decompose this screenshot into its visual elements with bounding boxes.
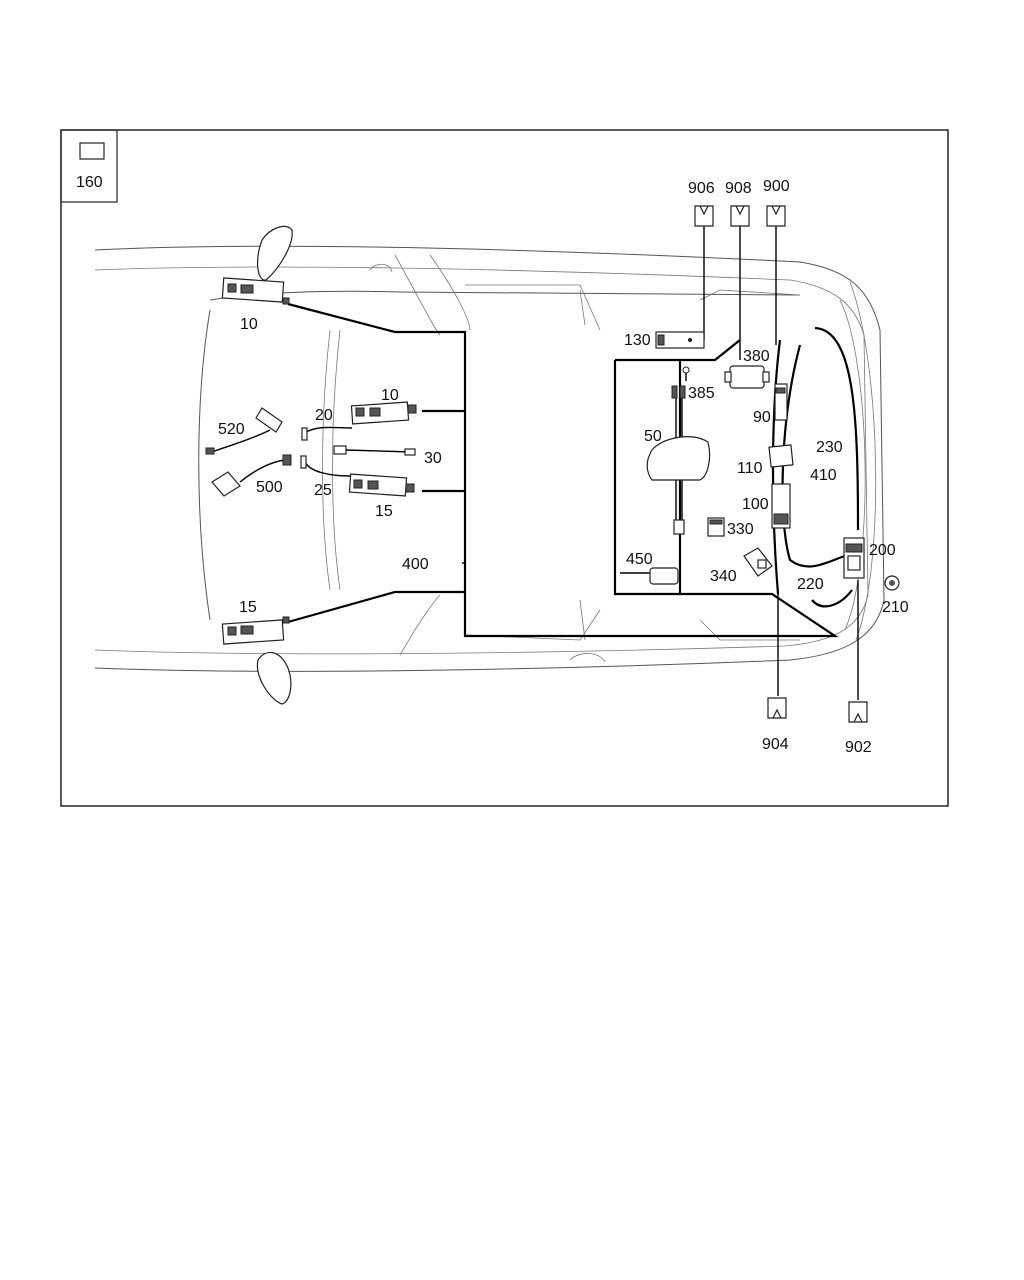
part-520: [205, 407, 283, 455]
diagram-frame: [60, 129, 949, 807]
part-200: [843, 537, 865, 579]
harness-lines: [287, 302, 860, 638]
callout-230: 230: [816, 439, 843, 456]
callout-210: 210: [882, 599, 909, 616]
part-50: [646, 385, 711, 535]
cable-20: [305, 426, 353, 433]
callout-220: 220: [797, 576, 824, 593]
callout-330: 330: [727, 521, 754, 538]
connector-900: [766, 205, 786, 227]
callout-10-front-left: 10: [240, 316, 258, 333]
cable-20-plug: [301, 427, 308, 441]
part-330: [707, 517, 725, 537]
callout-50: 50: [644, 428, 662, 445]
cable-25: [304, 461, 351, 477]
right-mirror: [256, 651, 292, 705]
callout-100: 100: [742, 496, 769, 513]
part-210: [884, 575, 900, 591]
callout-15-center: 15: [375, 503, 393, 520]
part-110: [768, 444, 794, 468]
connector-906: [694, 205, 714, 227]
connector-908: [730, 205, 750, 227]
callout-908: 908: [725, 180, 752, 197]
connector-904: [767, 697, 787, 719]
part-450: [620, 567, 679, 585]
legend-box: [60, 129, 118, 203]
car-outline: [94, 245, 885, 672]
callout-500: 500: [256, 479, 283, 496]
antenna-module-15-front-right: [221, 616, 290, 645]
callout-400: 400: [402, 556, 429, 573]
part-130: [655, 331, 705, 349]
part-90: [774, 383, 788, 421]
callout-25: 25: [314, 482, 332, 499]
callout-30: 30: [424, 450, 442, 467]
antenna-module-15-center: [348, 473, 415, 497]
legend-number: 160: [76, 174, 103, 191]
callout-450: 450: [626, 551, 653, 568]
antenna-module-10-front-left: [221, 277, 290, 305]
part-385: [682, 366, 690, 381]
callout-380: 380: [743, 348, 770, 365]
callout-906: 906: [688, 180, 715, 197]
callout-labels: 906 908 900 130 380 385 10 10 20 30 520 …: [218, 178, 909, 756]
legend-icon: [79, 142, 105, 160]
part-380: [724, 365, 770, 389]
cable-30: [333, 445, 416, 456]
callout-20: 20: [315, 407, 333, 424]
part-100: [771, 483, 791, 529]
cable-25-plug: [300, 455, 307, 469]
callout-90: 90: [753, 409, 771, 426]
callout-904: 904: [762, 736, 789, 753]
callout-520: 520: [218, 421, 245, 438]
callout-110: 110: [737, 460, 763, 477]
connector-902: [848, 701, 868, 723]
callout-200: 200: [869, 542, 896, 559]
antenna-module-10-center: [350, 401, 417, 425]
callout-130: 130: [624, 332, 651, 349]
callout-385: 385: [688, 385, 715, 402]
part-500: [211, 454, 292, 497]
left-mirror: [257, 225, 293, 281]
callout-340: 340: [710, 568, 737, 585]
callout-900: 900: [763, 178, 790, 195]
callout-10-center: 10: [381, 387, 399, 404]
part-340: [743, 547, 773, 577]
callout-410: 410: [810, 467, 837, 484]
callout-15-front-right: 15: [239, 599, 257, 616]
callout-902: 902: [845, 739, 872, 756]
leader-lines: [462, 226, 859, 700]
